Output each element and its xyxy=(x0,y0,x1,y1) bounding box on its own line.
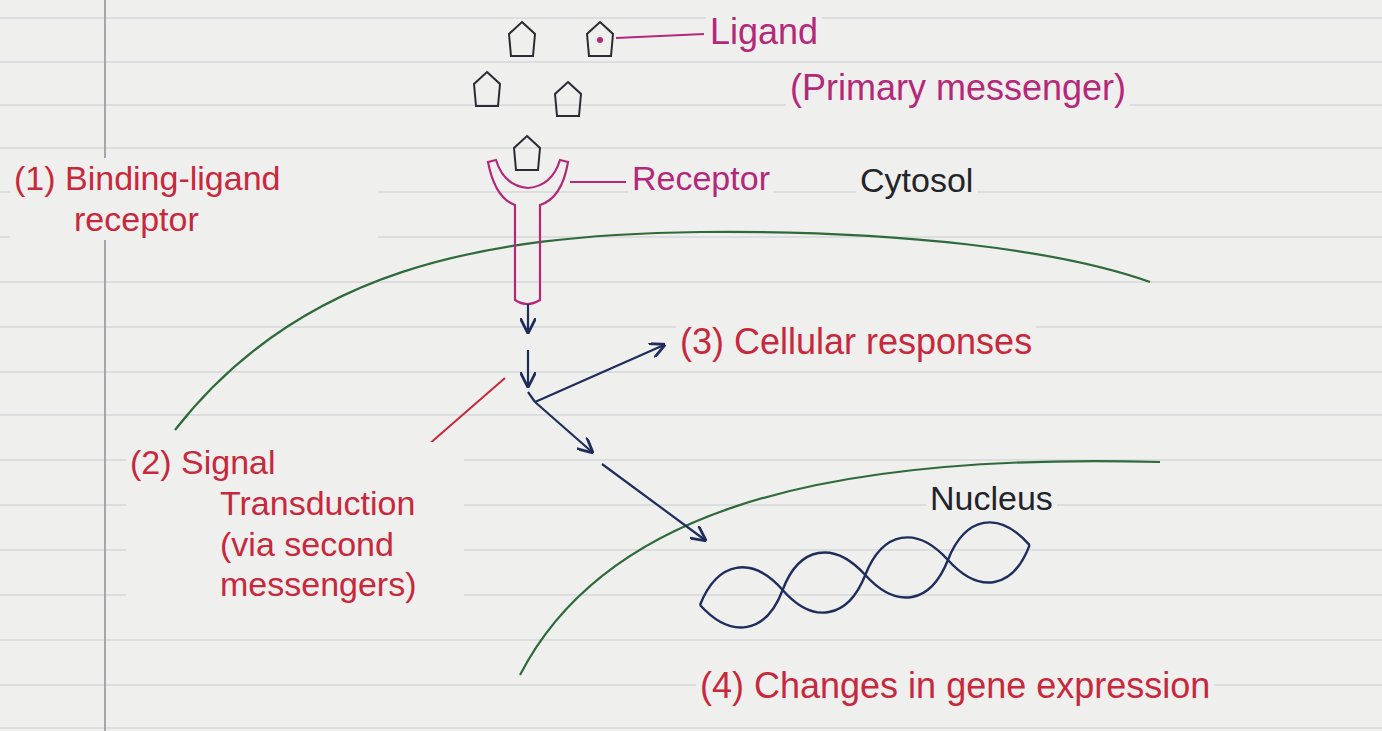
dna-strand xyxy=(695,516,1035,635)
step-label: (3) Cellular responses xyxy=(676,320,1036,363)
ligand-molecules xyxy=(474,22,613,170)
ligand-label: Ligand xyxy=(706,10,822,53)
leader-line xyxy=(616,34,704,38)
ruled-line xyxy=(0,104,1382,105)
ruled-line xyxy=(0,639,1382,640)
ligand-note: (Primary messenger) xyxy=(786,66,1130,109)
receptor-label: Receptor xyxy=(628,158,774,199)
dna-strand xyxy=(695,516,1035,635)
ruled-lines xyxy=(0,18,1382,728)
ruled-line xyxy=(0,147,1382,148)
margin-line xyxy=(104,0,106,731)
step-label: (2) Signal Transduction (via second mess… xyxy=(126,442,464,605)
signal-arrow xyxy=(527,350,529,386)
ruled-line xyxy=(0,414,1382,415)
cell-membrane xyxy=(175,232,1150,430)
step-label: (4) Changes in gene expression xyxy=(696,664,1214,707)
step-label: (1) Binding-ligand receptor xyxy=(10,158,378,240)
ruled-line xyxy=(0,727,1382,728)
ligand-dot xyxy=(597,37,603,43)
region-label: Cytosol xyxy=(856,160,977,201)
ligand-shape xyxy=(555,82,581,116)
nuclear-membrane xyxy=(520,461,1160,675)
signal-arrow xyxy=(535,402,592,452)
ruled-line xyxy=(0,61,1382,62)
signal-arrow xyxy=(528,392,535,402)
ruled-line xyxy=(0,371,1382,372)
signal-arrow xyxy=(602,464,705,540)
ligand-shape xyxy=(514,136,540,170)
leader-line xyxy=(570,181,626,183)
receptor-shape xyxy=(488,160,568,304)
ruled-line xyxy=(0,281,1382,282)
region-label: Nucleus xyxy=(926,478,1057,519)
dna-helix xyxy=(695,516,1035,635)
ligand-shape xyxy=(509,22,535,56)
ligand-shape xyxy=(474,72,500,106)
signal-arrow xyxy=(527,304,529,332)
ligand-shape xyxy=(587,22,613,56)
ruled-line xyxy=(0,17,1382,18)
leader-line xyxy=(420,378,505,452)
signal-arrow xyxy=(535,345,664,402)
